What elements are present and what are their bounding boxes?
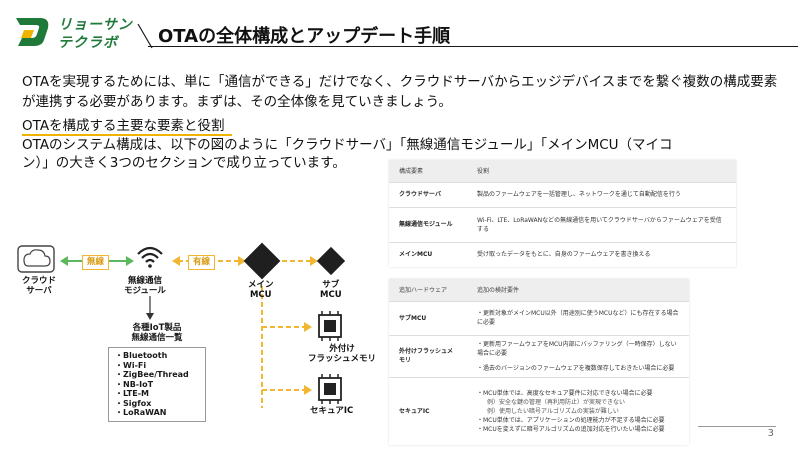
protocol-list-title: 各種IoT製品 無線通信一覧 <box>108 323 206 343</box>
protocol-item: ・Wi-Fi <box>115 360 147 370</box>
component-role-table: 構成要素 役割 クラウドサーバ 製品のファームウェアを一括管理し、ネットワークを… <box>389 160 736 267</box>
flash-memory-label: 外付け フラッシュメモリ <box>308 344 376 364</box>
table-header-row: 追加ハードウェア 追加の検討要件 <box>389 279 689 301</box>
page-number: 3 <box>767 428 774 439</box>
logo-text-line2: テクラボ <box>58 35 118 51</box>
logo-mark-icon <box>16 18 49 46</box>
wireless-module-label-text: 無線通信 モジュール <box>124 276 166 296</box>
table-row: サブMCU ・更新対象がメインMCU以外（用途別に使うMCUなど）にも存在する場… <box>389 300 689 335</box>
page-number-divider <box>698 426 776 427</box>
flash-arrowhead <box>304 322 312 332</box>
main-mcu-label-text: メイン MCU <box>248 280 274 300</box>
requirement-line: ・過去のバージョンのファームウェアを複数保存しておきたい場合に必要 <box>477 364 675 372</box>
main-mcu-label: メイン MCU <box>248 280 274 300</box>
secure-ic-chip-icon <box>318 374 342 404</box>
table-cell: ・更新対象がメインMCU以外（用途別に使うMCUなど）にも存在する場合に必要 <box>467 300 689 335</box>
flash-memory-label-text: 外付け フラッシュメモリ <box>308 344 377 364</box>
table-cell: ・MCU単体では、高度なセキュア要件に対応できない場合に必要 例）安全な鍵の管理… <box>467 376 689 445</box>
table-header: 追加の検討要件 <box>467 279 689 301</box>
wired-link-label: 有線 <box>188 255 216 270</box>
intro-paragraph: OTAを実現するためには、単に「通信ができる」だけでなく、クラウドサーバからエッ… <box>22 74 778 110</box>
protocol-list: ・Bluetooth ・Wi-Fi ・ZigBee/Thread ・NB-IoT… <box>108 347 206 422</box>
logo-text-line1: リョーサン <box>58 17 133 33</box>
table-cell: 受け取ったデータをもとに、自身のファームウェアを書き換える <box>467 241 736 267</box>
table-header: 追加ハードウェア <box>389 279 467 301</box>
section-body: OTAのシステム構成は、以下の図のように「クラウドサーバ」「無線通信モジュール」… <box>22 137 673 171</box>
sub-mcu-label: サブ MCU <box>320 280 342 300</box>
table-row: 無線通信モジュール Wi-Fi、LTE、LoRaWANなどの無線通信を用いてクラ… <box>389 206 736 242</box>
protocol-arrowhead <box>146 313 154 320</box>
table-row: 外付けフラッシュメモリ ・更新用ファームウェアをMCU内部にバッファリング（一時… <box>389 334 689 377</box>
protocol-item: ・ZigBee/Thread <box>115 370 189 379</box>
sub-mcu-arrowhead <box>310 256 318 266</box>
table-cell-key: クラウドサーバ <box>389 181 467 207</box>
table-row: セキュアIC ・MCU単体では、高度なセキュア要件に対応できない場合に必要 例）… <box>389 376 689 445</box>
table-cell-key: サブMCU <box>389 300 467 335</box>
cloud-icon <box>17 245 55 273</box>
protocol-item: ・Bluetooth <box>115 351 168 360</box>
requirement-line: ・更新用ファームウェアをMCU内部にバッファリング（一時保存）しない場合に必要 <box>477 340 677 357</box>
cloud-server-label-text: クラウド サーバ <box>22 276 57 296</box>
secure-ic-arrowhead <box>304 385 312 395</box>
wireless-module-label: 無線通信 モジュール <box>124 276 166 296</box>
requirement-line: ・MCU単体では、アプリケーションの処理能力が不足する場合に必要 <box>477 416 665 424</box>
company-logo: リョーサン テクラボ <box>14 12 134 52</box>
table-header-row: 構成要素 役割 <box>389 160 736 182</box>
protocol-item: ・LoRaWAN <box>115 408 167 417</box>
requirement-example: 例）使用したい暗号アルゴリズムの実装が難しい <box>487 407 619 415</box>
sub-mcu-chip-icon <box>316 246 346 276</box>
protocol-item: ・LTE-M <box>115 389 149 398</box>
wifi-icon <box>137 246 163 268</box>
requirement-example: 例）安全な鍵の管理（再利用防止）が実現できない <box>487 398 626 406</box>
table-cell: 製品のファームウェアを一括管理し、ネットワークを通じて自動配信を行う <box>467 181 736 207</box>
table-header: 構成要素 <box>389 160 467 182</box>
title-slash-decoration <box>137 23 153 49</box>
sub-mcu-label-text: サブ MCU <box>320 280 342 300</box>
table-cell-key: セキュアIC <box>389 376 467 445</box>
table-cell: ・更新用ファームウェアをMCU内部にバッファリング（一時保存）しない場合に必要 … <box>467 334 689 377</box>
protocol-item: ・NB-IoT <box>115 379 154 389</box>
table-row: クラウドサーバ 製品のファームウェアを一括管理し、ネットワークを通じて自動配信を… <box>389 181 736 207</box>
table-cell-key: メインMCU <box>389 241 467 267</box>
flash-memory-chip-icon <box>318 311 342 341</box>
cloud-server-label: クラウド サーバ <box>22 276 56 296</box>
table-row: メインMCU 受け取ったデータをもとに、自身のファームウェアを書き換える <box>389 241 736 267</box>
requirement-line: ・更新対象がメインMCU以外（用途別に使うMCUなど）にも存在する場合に必要 <box>477 310 679 326</box>
section-heading: OTAを構成する主要な要素と役割 <box>22 118 225 134</box>
title-divider <box>148 46 798 47</box>
secure-ic-label: セキュアIC <box>310 406 354 416</box>
protocol-item: ・Sigfox <box>115 398 152 408</box>
table-cell-key: 外付けフラッシュメモリ <box>389 334 467 377</box>
table-cell-key: 無線通信モジュール <box>389 206 467 242</box>
wireless-link-label: 無線 <box>82 255 110 270</box>
main-mcu-chip-icon <box>243 242 281 280</box>
additional-hardware-table: 追加ハードウェア 追加の検討要件 サブMCU ・更新対象がメインMCU以外（用途… <box>389 279 689 445</box>
table-cell: Wi-Fi、LTE、LoRaWANなどの無線通信を用いてクラウドサーバからファー… <box>467 206 736 242</box>
protocol-list-title-text: 各種IoT製品 無線通信一覧 <box>131 323 183 343</box>
table-header: 役割 <box>467 160 736 182</box>
section-heading-underline <box>22 134 232 136</box>
page-title: OTAの全体構成とアップデート手順 <box>158 26 451 47</box>
requirement-line: ・MCUを変えずに暗号アルゴリズムの追加対応を行いたい場合に必要 <box>477 425 665 433</box>
requirement-line: ・MCU単体では、高度なセキュア要件に対応できない場合に必要 <box>477 389 653 397</box>
protocol-list-box: 各種IoT製品 無線通信一覧 ・Bluetooth ・Wi-Fi ・ZigBee… <box>108 323 206 422</box>
